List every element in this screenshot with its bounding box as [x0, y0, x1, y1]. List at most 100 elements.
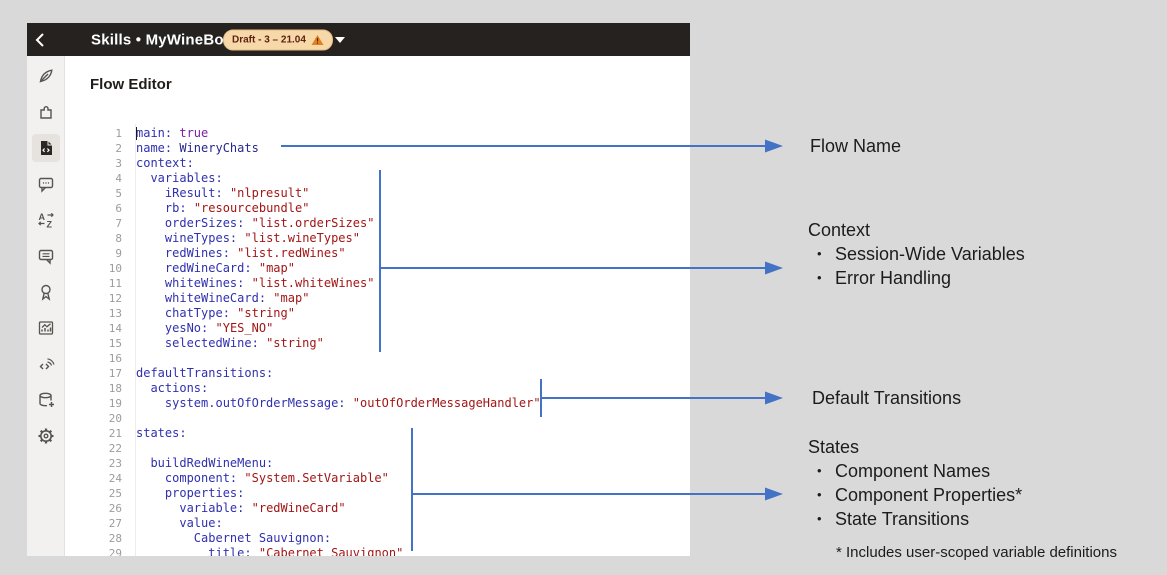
code-line: 15 selectedWine: "string": [65, 336, 690, 351]
bullet-item: • State Transitions: [808, 507, 1022, 531]
channel-icon: [39, 358, 55, 370]
chat-lines-icon: [38, 249, 53, 265]
code-text: name: WineryChats: [136, 141, 259, 155]
code-text: properties:: [164, 486, 245, 500]
line-number: 16: [108, 352, 122, 365]
code-text: selectedWine: "string": [164, 336, 324, 350]
feather-icon: [39, 69, 53, 83]
sidebar-item-insights[interactable]: [27, 310, 64, 346]
code-line: 8 wineTypes: "list.wineTypes": [65, 231, 690, 246]
line-number: 9: [115, 247, 122, 260]
line-number: 27: [108, 517, 122, 530]
code-text: value:: [179, 516, 223, 530]
line-number: 6: [115, 202, 122, 215]
code-line: 19 system.outOfOrderMessage: "outOfOrder…: [65, 396, 690, 411]
annotation-footnote: * Includes user-scoped variable definiti…: [836, 544, 1117, 561]
sidebar-item-intents[interactable]: [27, 58, 64, 94]
line-number: 26: [108, 502, 122, 515]
code-line: 27 value:: [65, 516, 690, 531]
code-text: yesNo: "YES_NO": [164, 321, 274, 335]
bullet-item: •Component Names: [808, 459, 1022, 483]
bullet-item: • Session-Wide Variables: [808, 242, 1025, 266]
app-window: Skills • MyWineBot Draft - 3 – 21.04: [27, 23, 690, 556]
line-number: 29: [108, 547, 122, 556]
bullet-label: Component Names: [835, 461, 991, 481]
svg-text:Z: Z: [46, 220, 52, 230]
code-line: 5 iResult: "nlpresult": [65, 186, 690, 201]
app-titlebar: Skills • MyWineBot Draft - 3 – 21.04: [27, 23, 690, 56]
bullet-item: •Error Handling: [808, 266, 1025, 290]
sidebar-item-validate[interactable]: [27, 274, 64, 310]
back-button[interactable]: [35, 32, 45, 47]
sidebar-item-settings[interactable]: [27, 418, 64, 454]
sidebar-item-dialogs[interactable]: [27, 166, 64, 202]
title-dropdown-button[interactable]: [334, 36, 346, 44]
sidebar-item-channels[interactable]: [27, 346, 64, 382]
bullet-label: Session-Wide Variables: [835, 244, 1025, 264]
line-number: 13: [108, 307, 122, 320]
chevron-left-icon: [35, 32, 44, 47]
code-text: actions:: [150, 381, 209, 395]
code-text: whiteWineCard: "map": [164, 291, 310, 305]
ribbon-icon: [40, 284, 51, 301]
code-text: rb: "resourcebundle": [164, 201, 310, 215]
code-line: 24 component: "System.SetVariable": [65, 471, 690, 486]
code-line: 16: [65, 351, 690, 366]
line-number: 7: [115, 217, 122, 230]
line-number: 23: [108, 457, 122, 470]
annotation-flow-name: Flow Name: [810, 136, 902, 156]
code-line: 6 rb: "resourcebundle": [65, 201, 690, 216]
code-line: 22: [65, 441, 690, 456]
code-text: variables:: [150, 171, 223, 185]
code-text: component: "System.SetVariable": [164, 471, 389, 485]
code-text: context:: [136, 156, 194, 170]
code-text: states:: [136, 426, 187, 440]
line-number: 18: [108, 382, 122, 395]
code-line: 26 variable: "redWineCard": [65, 501, 690, 516]
line-number: 24: [108, 472, 122, 485]
code-text: main: true: [136, 126, 209, 140]
bullet-dot: •: [817, 246, 822, 261]
bullet-label: State Transitions: [835, 509, 970, 529]
puzzle-icon: [39, 106, 52, 119]
line-number: 10: [108, 262, 122, 275]
chart-icon: [38, 321, 53, 335]
code-text: chatType: "string": [164, 306, 295, 320]
sidebar-item-flows[interactable]: [27, 130, 64, 166]
code-line: 4 variables:: [65, 171, 690, 186]
annotation-states-title: States: [808, 437, 860, 457]
line-number: 22: [108, 442, 122, 455]
warning-triangle-icon: [311, 34, 324, 45]
sidebar-item-data[interactable]: [27, 382, 64, 418]
code-text: system.outOfOrderMessage: "outOfOrderMes…: [164, 396, 541, 410]
sidebar-item-entities[interactable]: [27, 94, 64, 130]
code-text: redWines: "list.redWines": [164, 246, 346, 260]
line-number: 8: [115, 232, 122, 245]
version-badge[interactable]: Draft - 3 – 21.04: [223, 29, 333, 50]
code-line: 7 orderSizes: "list.orderSizes": [65, 216, 690, 231]
bullet-item: •Component Properties*: [808, 483, 1022, 507]
line-number: 12: [108, 292, 122, 305]
code-line: 14 yesNo: "YES_NO": [65, 321, 690, 336]
code-line: 18 actions:: [65, 381, 690, 396]
annotation-context: Context •Session-Wide Variables•Error Ha…: [808, 218, 1025, 290]
version-badge-label: Draft - 3 – 21.04: [232, 34, 306, 45]
bullet-label: Error Handling: [835, 268, 952, 288]
code-text: Cabernet Sauvignon:: [193, 531, 332, 545]
line-number: 4: [115, 172, 122, 185]
bullet-dot: •: [817, 511, 822, 526]
annotation-states-bullets: •Component Names•Component Properties* • S…: [808, 459, 1022, 531]
line-number: 28: [108, 532, 122, 545]
code-line: 11 whiteWines: "list.whiteWines": [65, 276, 690, 291]
sidebar-item-qna[interactable]: [27, 238, 64, 274]
annotation-context-bullets: • Session-Wide Variables•Error Handling: [808, 242, 1025, 290]
